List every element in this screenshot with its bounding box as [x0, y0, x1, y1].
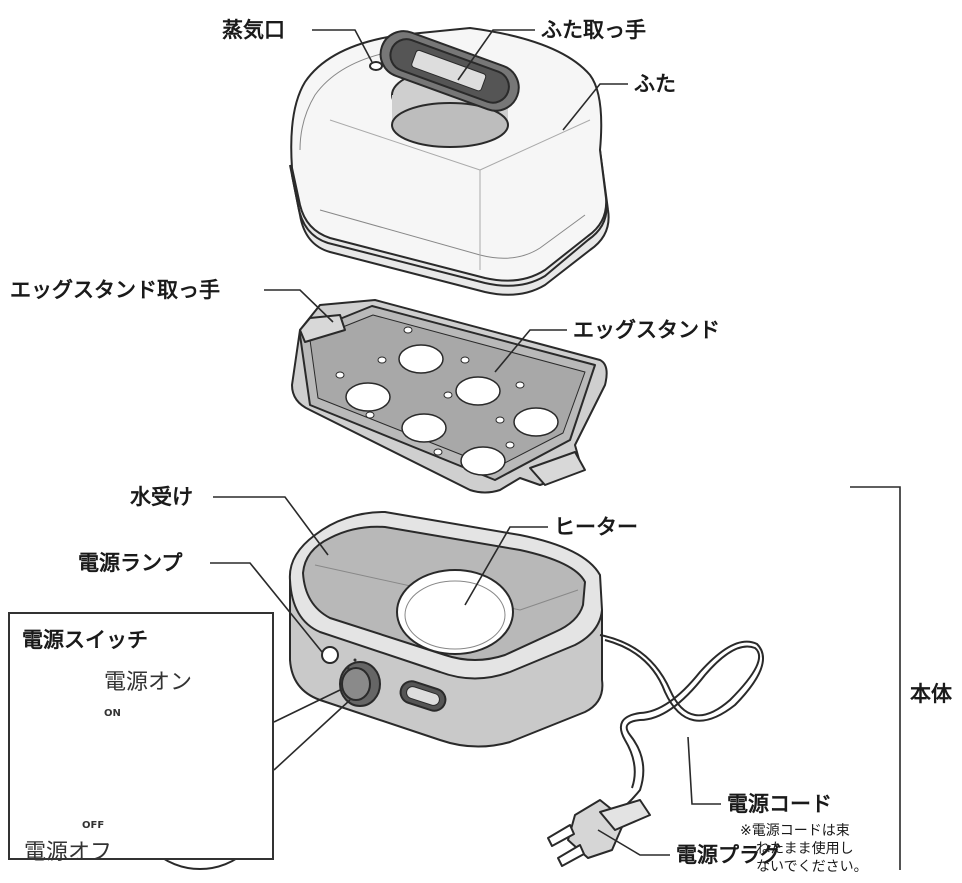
egg-stand-illustration [291, 299, 608, 494]
power-plug-illustration [547, 799, 651, 867]
label-egg-stand: エッグスタンド [573, 318, 720, 342]
cord-note-line2: ねたまま使用し [756, 841, 854, 857]
cord-note-line1: ※電源コードは束 [740, 823, 850, 839]
label-power-lamp: 電源ランプ [78, 551, 183, 575]
label-lid: ふた [634, 72, 676, 96]
power-switch-inset [8, 612, 274, 860]
label-power-cord: 電源コード [727, 792, 832, 816]
label-power-on: 電源オン [104, 670, 193, 695]
label-heater: ヒーター [554, 515, 638, 539]
label-main-body: 本体 [910, 682, 952, 706]
knob-marks [346, 658, 357, 670]
label-power-switch: 電源スイッチ [22, 628, 148, 652]
lid-illustration [289, 27, 610, 296]
label-steam-vent: 蒸気口 [222, 18, 285, 42]
main-body-illustration [288, 511, 604, 748]
cord-note-line3: ないでください。 [756, 859, 868, 875]
label-on-mark: ON [104, 708, 121, 719]
label-water-tray: 水受け [130, 485, 193, 509]
label-off-mark: OFF [82, 820, 105, 831]
label-power-plug: 電源プラグ [676, 843, 781, 867]
leader-lines [210, 29, 901, 870]
power-cord-illustration [599, 634, 764, 821]
label-egg-stand-handle: エッグスタンド取っ手 [10, 278, 220, 302]
label-lid-handle: ふた取っ手 [541, 18, 646, 42]
label-power-off: 電源オフ [24, 840, 113, 865]
